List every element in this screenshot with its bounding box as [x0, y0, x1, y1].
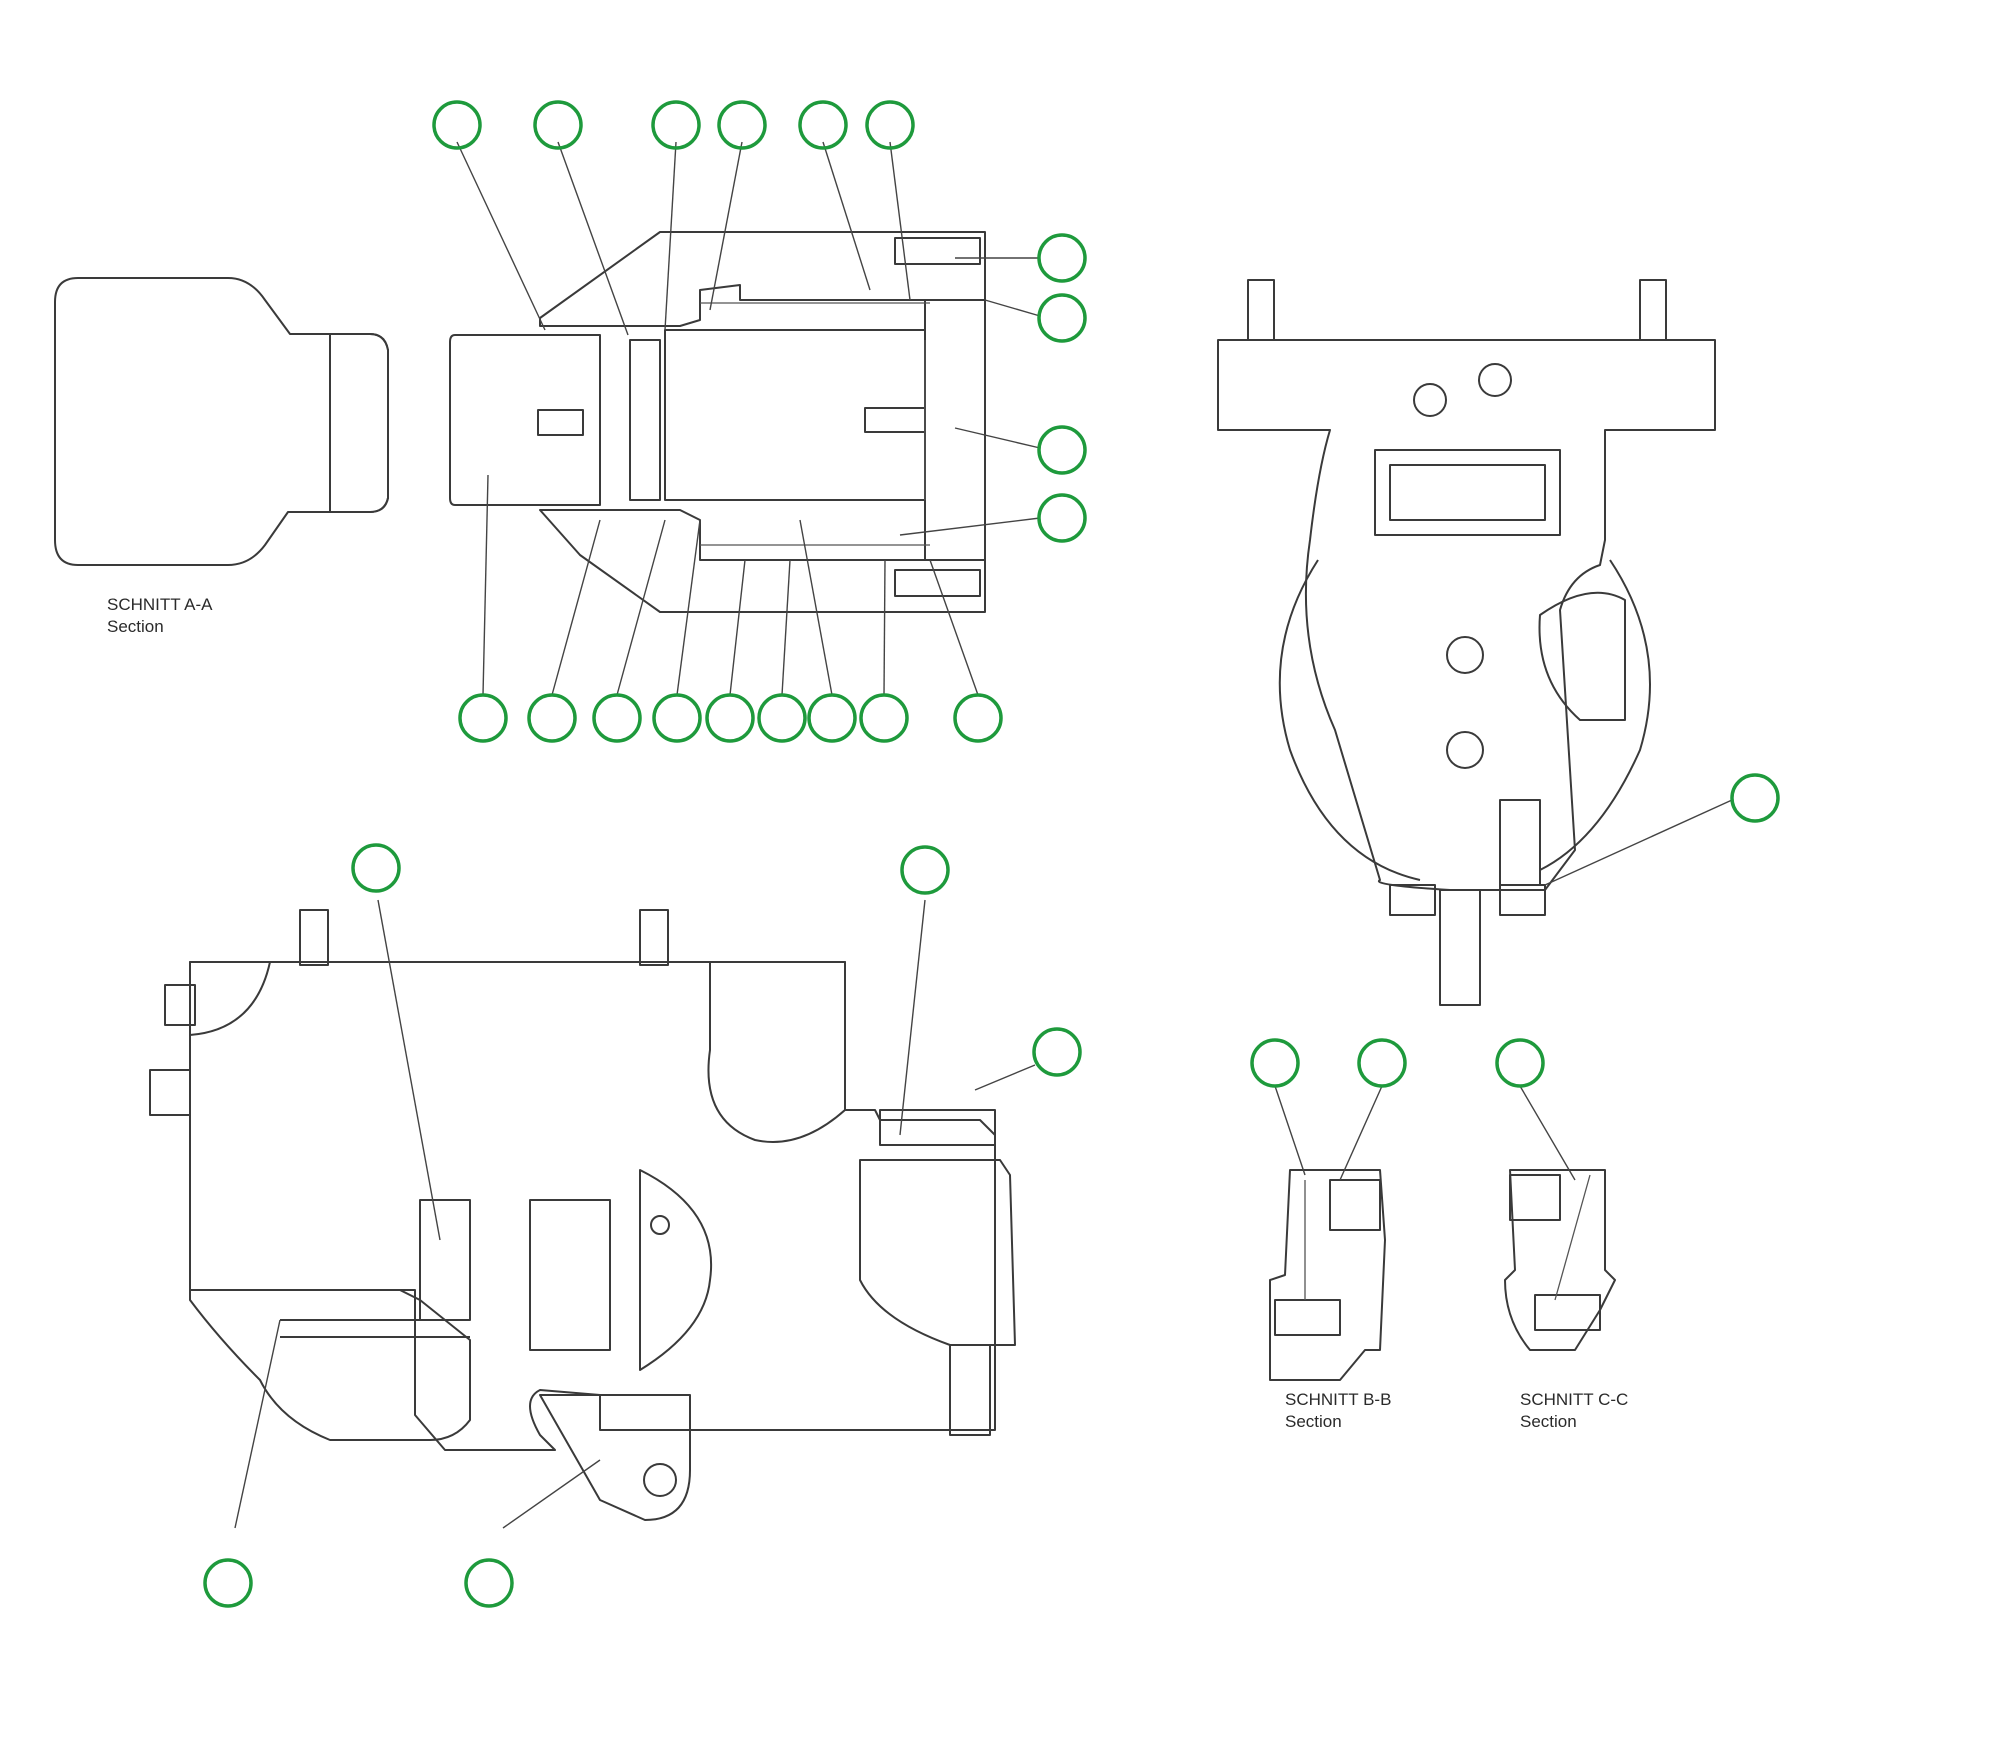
callout-balloon	[1250, 1038, 1300, 1088]
callout-balloon	[900, 845, 950, 895]
callout-balloon	[458, 693, 508, 743]
cylinder-section-view	[449, 231, 986, 613]
callout-balloon	[351, 843, 401, 893]
callout-balloon	[859, 693, 909, 743]
callout-balloon	[1037, 425, 1087, 475]
section-a-a-subtitle: Section	[107, 617, 164, 636]
callout-balloon	[533, 100, 583, 150]
front-view	[1217, 279, 1716, 1006]
callout-balloon	[1037, 293, 1087, 343]
callout-balloon	[1037, 233, 1087, 283]
callout-balloon	[1032, 1027, 1082, 1077]
callout-balloon	[705, 693, 755, 743]
section-c-c-caption: SCHNITT C-C Section	[1520, 1390, 1628, 1431]
side-section-view	[149, 909, 1016, 1521]
section-b-b-subtitle: Section	[1285, 1412, 1342, 1431]
callout-balloon	[203, 1558, 253, 1608]
callout-balloon	[953, 693, 1003, 743]
callout-balloon	[798, 100, 848, 150]
callout-balloon	[757, 693, 807, 743]
callout-balloon	[652, 693, 702, 743]
callout-balloon	[865, 100, 915, 150]
callout-balloon	[464, 1558, 514, 1608]
section-c-c-title: SCHNITT C-C	[1520, 1390, 1628, 1409]
leader-lines	[234, 141, 1733, 1529]
callout-balloon	[592, 693, 642, 743]
callout-balloons	[203, 100, 1780, 1608]
callout-balloon	[1495, 1038, 1545, 1088]
section-a-a-caption: SCHNITT A-A Section	[107, 595, 213, 636]
callout-balloon	[651, 100, 701, 150]
section-a-a-title: SCHNITT A-A	[107, 595, 213, 614]
callout-balloon	[527, 693, 577, 743]
section-b-b-view	[1269, 1169, 1386, 1381]
callout-balloon	[432, 100, 482, 150]
callout-balloon	[1037, 493, 1087, 543]
callout-balloon	[717, 100, 767, 150]
section-c-c-view	[1504, 1169, 1616, 1351]
section-b-b-title: SCHNITT B-B	[1285, 1390, 1391, 1409]
callout-balloon	[1730, 773, 1780, 823]
section-c-c-subtitle: Section	[1520, 1412, 1577, 1431]
section-a-a-view	[54, 277, 389, 566]
callout-balloon	[1357, 1038, 1407, 1088]
section-b-b-caption: SCHNITT B-B Section	[1285, 1390, 1391, 1431]
callout-balloon	[807, 693, 857, 743]
